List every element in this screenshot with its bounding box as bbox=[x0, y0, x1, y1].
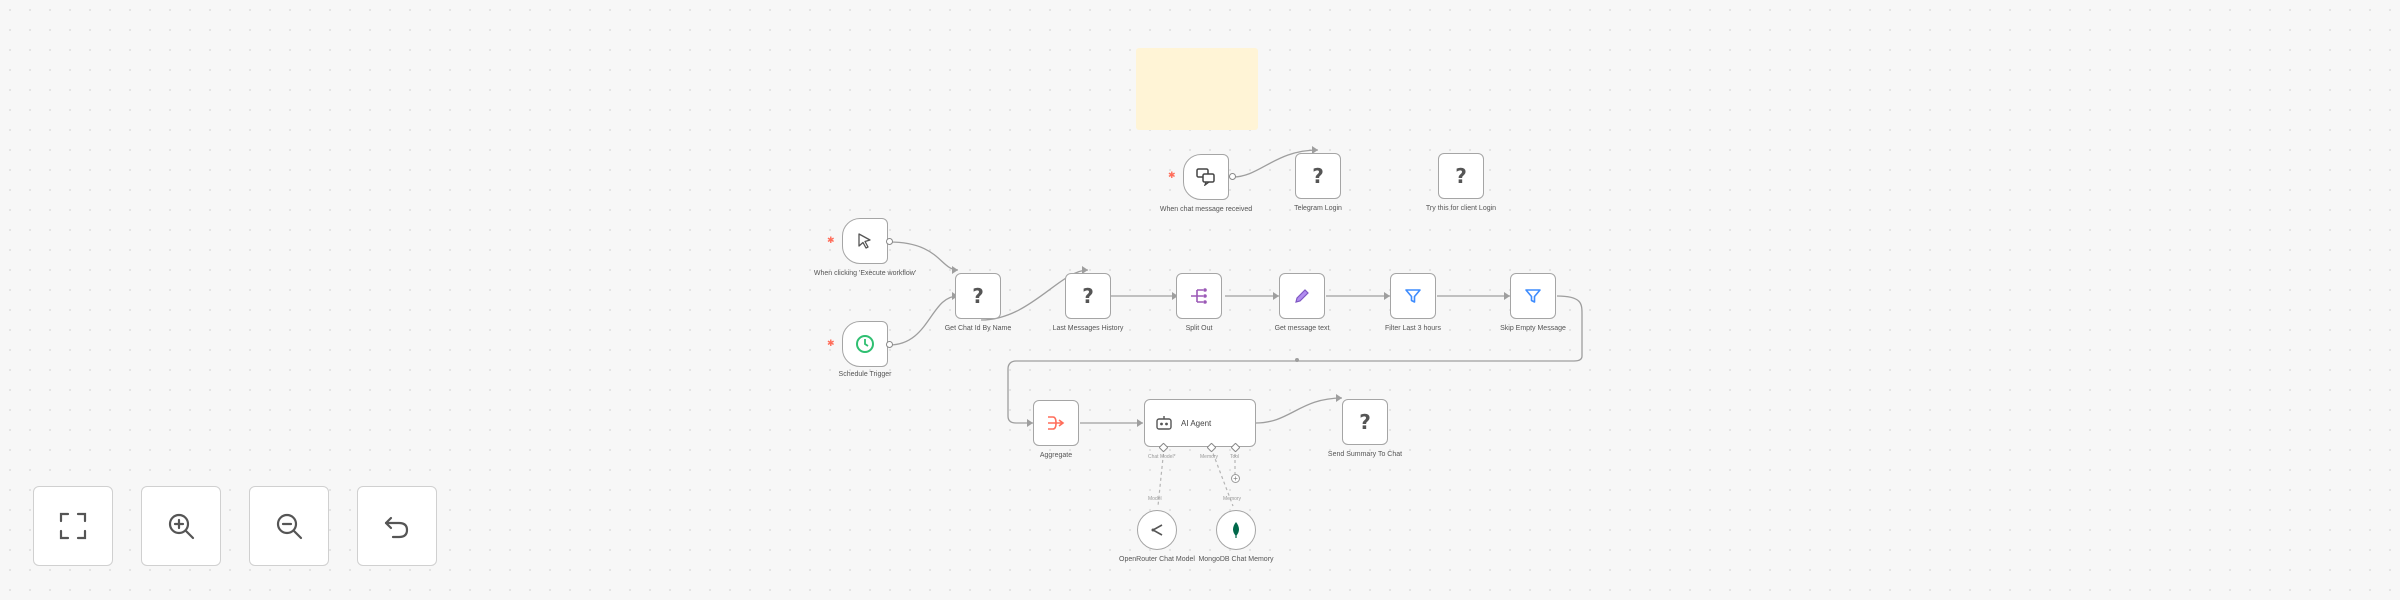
edge-label-memory: Memory bbox=[1223, 496, 1242, 502]
openrouter-icon bbox=[1151, 524, 1163, 536]
output-handle[interactable] bbox=[886, 238, 893, 245]
node-last-messages[interactable]: ? bbox=[1065, 273, 1111, 319]
trigger-bolt-icon: ✱ bbox=[827, 338, 835, 348]
edge-label-model: Model bbox=[1148, 496, 1162, 502]
node-filter-hours[interactable] bbox=[1390, 273, 1436, 319]
undo-icon bbox=[384, 516, 409, 539]
node-label: OpenRouter Chat Model bbox=[1119, 556, 1195, 563]
trigger-bolt-icon: ✱ bbox=[827, 235, 835, 245]
node-label: Get message text bbox=[1274, 325, 1330, 332]
node-openrouter[interactable] bbox=[1137, 510, 1177, 550]
node-label: When chat message received bbox=[1159, 206, 1253, 213]
question-mark-icon: ? bbox=[1455, 164, 1467, 188]
node-schedule-trigger[interactable] bbox=[842, 321, 888, 367]
node-label: When clicking 'Execute workflow' bbox=[813, 270, 917, 277]
node-label: Filter Last 3 hours bbox=[1384, 325, 1442, 332]
zoom-in-button[interactable] bbox=[141, 486, 221, 566]
node-skip-empty[interactable] bbox=[1510, 273, 1556, 319]
node-try-login[interactable]: ? bbox=[1438, 153, 1484, 199]
node-get-text[interactable] bbox=[1279, 273, 1325, 319]
node-aggregate[interactable] bbox=[1033, 400, 1079, 446]
question-mark-icon: ? bbox=[1312, 164, 1324, 188]
node-label: Aggregate bbox=[1039, 452, 1073, 459]
node-chat-trigger[interactable] bbox=[1183, 154, 1229, 200]
node-mongodb[interactable] bbox=[1216, 510, 1256, 550]
pencil-icon bbox=[1295, 289, 1309, 303]
zoom-in-icon bbox=[168, 513, 195, 540]
node-label: Send Summary To Chat bbox=[1327, 451, 1403, 458]
node-label: MongoDB Chat Memory bbox=[1198, 556, 1274, 563]
clock-icon bbox=[856, 335, 874, 353]
sticky-note[interactable] bbox=[1136, 48, 1258, 130]
node-label: Try this for client Login bbox=[1425, 205, 1497, 212]
node-label: Get Chat Id By Name bbox=[944, 325, 1012, 332]
filter-icon bbox=[1525, 289, 1541, 303]
reset-zoom-button[interactable] bbox=[357, 486, 437, 566]
port-label-memory: Memory bbox=[1200, 454, 1219, 460]
mongodb-leaf-icon bbox=[1233, 522, 1239, 538]
node-label: Telegram Login bbox=[1294, 205, 1342, 212]
filter-icon bbox=[1405, 289, 1421, 303]
chat-bubbles-icon bbox=[1196, 168, 1215, 186]
node-manual-trigger[interactable] bbox=[842, 218, 888, 264]
edge-schedule-to-getchat bbox=[888, 295, 959, 346]
question-mark-icon: ? bbox=[1082, 284, 1094, 308]
cursor-icon bbox=[858, 233, 871, 249]
node-label: Split Out bbox=[1185, 325, 1213, 332]
node-split-out[interactable] bbox=[1176, 273, 1222, 319]
node-telegram-login[interactable]: ? bbox=[1295, 153, 1341, 199]
port-label-tool: Tool bbox=[1230, 454, 1240, 460]
question-mark-icon: ? bbox=[972, 284, 984, 308]
split-icon bbox=[1191, 288, 1207, 304]
node-label: Last Messages History bbox=[1052, 325, 1124, 332]
fit-view-icon bbox=[59, 512, 87, 540]
node-ai-agent[interactable]: AI Agent bbox=[1144, 399, 1256, 447]
node-label: Skip Empty Message bbox=[1500, 325, 1566, 332]
output-handle[interactable] bbox=[1229, 173, 1236, 180]
node-send-summary[interactable]: ? bbox=[1342, 399, 1388, 445]
zoom-out-icon bbox=[276, 513, 303, 540]
fit-view-button[interactable] bbox=[33, 486, 113, 566]
node-label: Schedule Trigger bbox=[838, 371, 892, 378]
port-label-model: Chat Model* bbox=[1148, 454, 1176, 460]
edge-manual-to-getchat bbox=[888, 241, 959, 271]
node-title: AI Agent bbox=[1181, 418, 1212, 428]
aggregate-icon bbox=[1048, 416, 1065, 430]
zoom-out-button[interactable] bbox=[249, 486, 329, 566]
edge-agent-to-summary bbox=[1255, 397, 1343, 424]
output-handle[interactable] bbox=[886, 341, 893, 348]
question-mark-icon: ? bbox=[1359, 410, 1371, 434]
trigger-bolt-icon: ✱ bbox=[1168, 170, 1176, 180]
robot-icon bbox=[1156, 416, 1172, 430]
add-tool-plus-icon[interactable]: + bbox=[1231, 474, 1240, 483]
node-get-chat[interactable]: ? bbox=[955, 273, 1001, 319]
